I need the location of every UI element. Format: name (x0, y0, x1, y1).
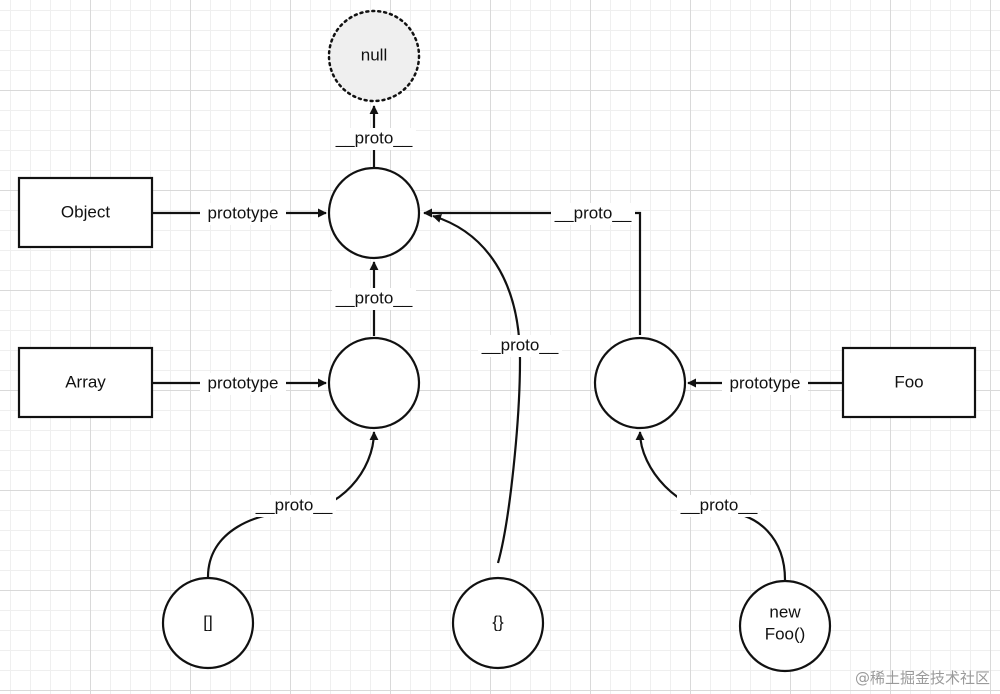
edge-object-literal-proto (432, 214, 522, 564)
array-literal-node (161, 576, 255, 670)
new-foo-node (738, 579, 832, 673)
object-constructor-box (17, 176, 154, 249)
object-constructor-label: Object (61, 202, 110, 221)
null-node (327, 9, 421, 103)
svg-text:__proto__: __proto__ (554, 203, 632, 222)
foo-constructor-box (841, 346, 977, 419)
svg-text:__proto__: __proto__ (335, 288, 413, 307)
svg-text:__proto__: __proto__ (255, 495, 333, 514)
edge-label-foo-prototype: prototype (722, 373, 808, 395)
svg-text:__proto__: __proto__ (680, 495, 758, 514)
array-constructor-label: Array (65, 372, 106, 391)
edge-label-array-proto-to-object-proto: __proto__ (332, 288, 416, 310)
svg-text:prototype: prototype (208, 373, 279, 392)
new-foo-label-line1: new (769, 602, 801, 621)
edge-label-new-foo-proto: __proto__ (677, 495, 761, 517)
svg-text:__proto__: __proto__ (481, 335, 559, 354)
object-literal-label: {} (492, 612, 504, 631)
svg-text:__proto__: __proto__ (335, 128, 413, 147)
object-prototype-node (327, 166, 421, 260)
svg-text:prototype: prototype (208, 203, 279, 222)
edge-label-array-prototype: prototype (200, 373, 286, 395)
foo-constructor-label: Foo (894, 372, 923, 391)
edge-label-arr-literal-proto: __proto__ (252, 495, 336, 517)
watermark: @稀土掘金技术社区 (855, 669, 990, 687)
edge-label-foo-proto-to-object-proto: __proto__ (551, 203, 635, 225)
edge-foo-proto-to-object-proto (423, 208, 642, 335)
array-constructor-box (17, 346, 154, 419)
edge-label-object-prototype: prototype (200, 203, 286, 225)
foo-prototype-node (593, 336, 687, 430)
svg-text:prototype: prototype (730, 373, 801, 392)
null-label: null (361, 45, 387, 64)
edge-label-obj-literal-proto: __proto__ (478, 335, 562, 357)
object-literal-node (451, 576, 545, 670)
new-foo-label-line2: Foo() (765, 624, 806, 643)
array-prototype-node (327, 336, 421, 430)
edge-label-object-proto-to-null: __proto__ (332, 128, 416, 150)
array-literal-label: [] (203, 612, 212, 631)
